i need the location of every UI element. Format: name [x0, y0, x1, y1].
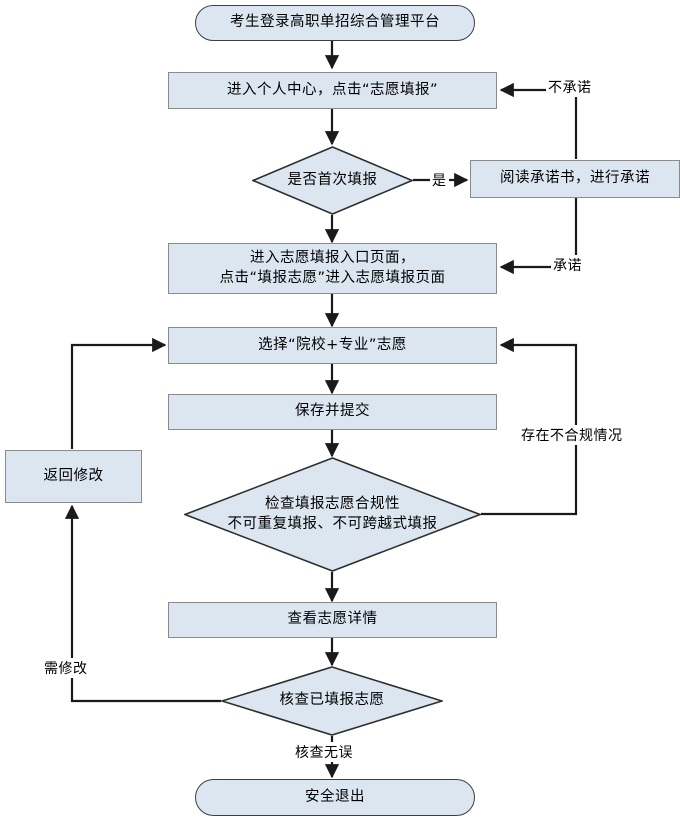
- node-return-modify[interactable]: 返回修改: [5, 450, 142, 503]
- edge-label-noncompliant: 存在不合规情况: [519, 425, 625, 445]
- node-view-detail[interactable]: 查看志愿详情: [168, 602, 497, 638]
- node-personal-center-label: 进入个人中心，点击“志愿填报”: [226, 81, 439, 98]
- edge-label-yes: 是: [430, 170, 449, 190]
- first-time-diamond-shape: [252, 146, 413, 215]
- node-start[interactable]: 考生登录高职单招综合管理平台: [195, 5, 475, 41]
- edge-label-need-modify: 需修改: [42, 658, 90, 678]
- edge-modify-to-choose: [70, 337, 167, 449]
- node-compliance-check-label: 检查填报志愿合规性 不可重复填报、不可跨越式填报: [227, 495, 438, 532]
- edge-label-not-promise: 不承诺: [546, 77, 594, 97]
- node-fill-entry-page[interactable]: 进入志愿填报入口页面， 点击“填报志愿”进入志愿填报页面: [168, 243, 497, 294]
- node-exit-label: 安全退出: [305, 788, 365, 805]
- node-exit[interactable]: 安全退出: [195, 779, 475, 816]
- node-read-promise-label: 阅读承诺书，进行承诺: [500, 170, 650, 187]
- verify-diamond-shape: [221, 666, 443, 736]
- edge-label-promised: 承诺: [551, 255, 584, 275]
- compliance-diamond-shape: [184, 457, 481, 572]
- node-save-submit[interactable]: 保存并提交: [168, 394, 497, 430]
- node-personal-center[interactable]: 进入个人中心，点击“志愿填报”: [168, 72, 497, 109]
- node-choose-major[interactable]: 选择“院校+专业”志愿: [168, 327, 497, 364]
- node-save-submit-label: 保存并提交: [295, 403, 370, 420]
- node-fill-entry-page-label: 进入志愿填报入口页面， 点击“填报志愿”进入志愿填报页面: [219, 249, 446, 286]
- node-first-time-decision-label: 是否首次填报: [287, 171, 378, 188]
- edge-promise-not-agree-to-center: [499, 82, 578, 159]
- node-read-promise[interactable]: 阅读承诺书，进行承诺: [470, 160, 680, 198]
- node-verify-decision[interactable]: 核查已填报志愿: [221, 666, 443, 736]
- node-compliance-check[interactable]: 检查填报志愿合规性 不可重复填报、不可跨越式填报: [184, 457, 481, 572]
- node-verify-decision-label: 核查已填报志愿: [279, 692, 385, 709]
- node-choose-major-label: 选择“院校+专业”志愿: [258, 336, 407, 353]
- node-return-modify-label: 返回修改: [43, 467, 104, 484]
- edge-label-verified-ok: 核查无误: [293, 742, 355, 762]
- node-view-detail-label: 查看志愿详情: [287, 611, 378, 628]
- node-start-label: 考生登录高职单招综合管理平台: [230, 14, 440, 31]
- node-first-time-decision[interactable]: 是否首次填报: [252, 146, 413, 215]
